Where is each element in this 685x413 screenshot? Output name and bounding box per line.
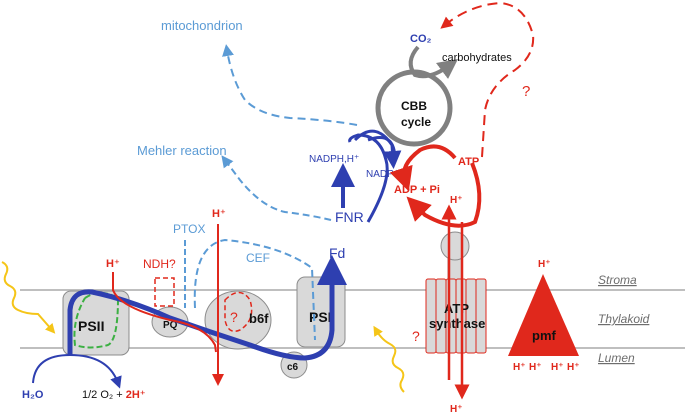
pq-label: PQ: [163, 320, 178, 331]
pmf-triangle: [508, 274, 579, 356]
light-arrow-psii: [1, 261, 56, 334]
atp-synthase-head: [440, 231, 470, 261]
two-protons-text: 2H⁺: [126, 389, 146, 401]
atp-label: ATP: [458, 156, 479, 168]
pmf-proton-top: H⁺: [538, 259, 551, 270]
mehler-path: [221, 155, 332, 221]
c6-label: c6: [287, 362, 299, 373]
thylakoid-label: Thylakoid: [598, 312, 650, 326]
h2o-label: H₂O: [22, 389, 44, 401]
psi-label: PSI: [309, 309, 332, 325]
cef-path: [193, 238, 316, 341]
lumen-label: Lumen: [598, 351, 635, 365]
light-arrow-psi: [373, 325, 405, 393]
atp-cycle-arrow: [389, 144, 457, 192]
nadp-label: NADP⁺: [366, 169, 399, 180]
adp-pi-label: ADP + Pi: [394, 184, 440, 196]
b6f-q-cycle: [224, 291, 253, 332]
b6f-label: b6f: [249, 311, 269, 326]
proton-lumen-atp: H⁺: [450, 404, 463, 413]
proton-stroma-atp: H⁺: [450, 195, 463, 206]
o2-text: 1/2 O₂ +: [82, 389, 126, 401]
mitochondrion-path: [222, 44, 358, 126]
pmf-proton-3: H⁺: [551, 362, 564, 373]
atp-synthase-ring: [425, 278, 487, 354]
nadph-label: NADPH,H⁺: [309, 154, 359, 165]
cbb-label-1: CBB: [401, 99, 427, 113]
atp-synthase-label-2: synthase: [429, 316, 485, 331]
ndh-label: NDH?: [143, 257, 176, 271]
ptox-label: PTOX: [173, 222, 205, 236]
pmf-proton-2: H⁺: [529, 362, 542, 373]
pmf-label: pmf: [532, 328, 557, 343]
ndh-complex: [154, 277, 175, 307]
o2-label: 1/2 O₂ + 2H⁺: [82, 389, 146, 401]
cbb-label-2: cycle: [401, 115, 431, 129]
proton-stroma-b6f: H⁺: [212, 208, 226, 220]
nadp-cycle-return: [353, 129, 402, 169]
cef-label: CEF: [246, 251, 270, 265]
linear-electron-flow: [67, 255, 347, 361]
proton-stroma-psii: H⁺: [106, 258, 120, 270]
co2-fixation-arrow: [408, 45, 459, 79]
co2-label: CO₂: [410, 33, 432, 45]
proton-path-pq: [112, 272, 217, 353]
water-splitting-arrow: [32, 353, 122, 389]
regulation-feedback-path: [440, 1, 535, 158]
mitochondrion-label: mitochondrion: [161, 18, 243, 33]
psii-label: PSII: [78, 318, 104, 334]
fnr-label: FNR: [335, 209, 364, 225]
stroma-label: Stroma: [598, 273, 637, 287]
pmf-proton-4: H⁺: [567, 362, 580, 373]
regulation-question: ?: [522, 83, 530, 100]
b6f-question: ?: [230, 309, 238, 325]
carbohydrates-label: carbohydrates: [442, 52, 512, 64]
pmf-proton-1: H⁺: [513, 362, 526, 373]
mehler-label: Mehler reaction: [137, 143, 227, 158]
fd-label: Fd: [329, 245, 345, 261]
atp-synthase-question: ?: [412, 328, 420, 344]
atp-return-arrow: [406, 162, 482, 228]
